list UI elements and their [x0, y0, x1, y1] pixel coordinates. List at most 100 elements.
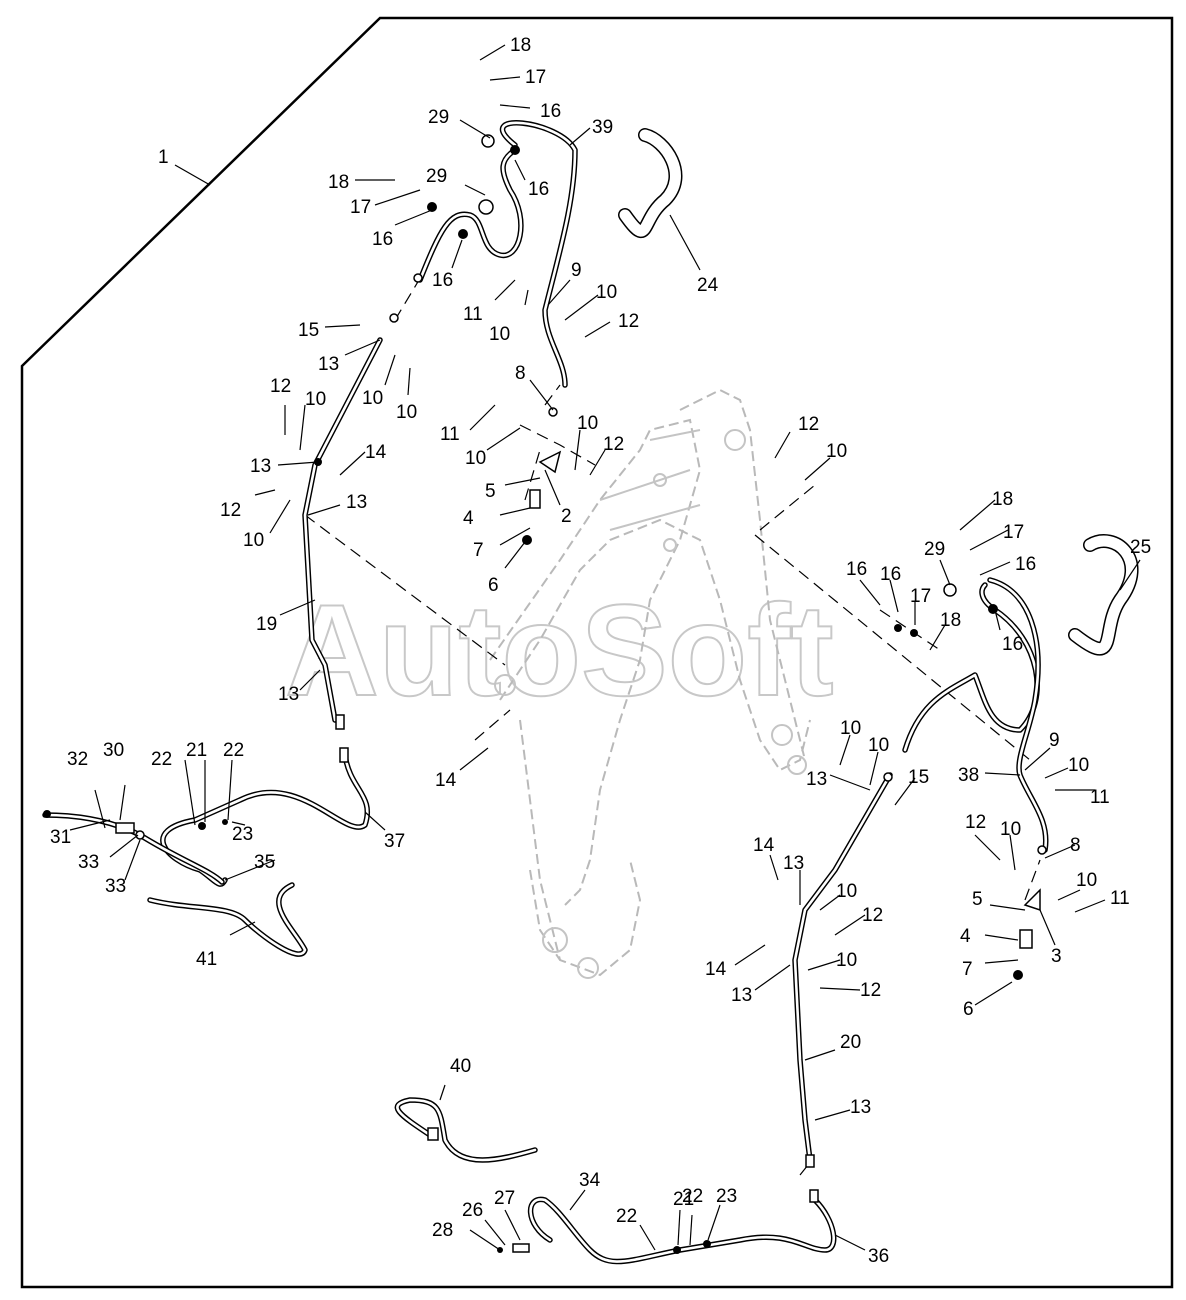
callout-18-c: 18 [992, 489, 1013, 510]
boom-outline [489, 388, 811, 979]
callout-16-a: 16 [540, 101, 561, 122]
callout-10-m: 10 [1000, 819, 1021, 840]
callout-9: 9 [571, 260, 582, 281]
callout-2: 2 [561, 506, 572, 527]
callout-14-c: 14 [753, 835, 775, 856]
callout-33-a: 33 [78, 852, 99, 873]
callout-12-g: 12 [862, 905, 883, 926]
callout-6: 6 [488, 575, 499, 596]
callout-16-f: 16 [880, 564, 901, 585]
callout-12-d: 12 [220, 500, 241, 521]
callout-8-right: 8 [1070, 835, 1081, 856]
callout-21-a: 21 [186, 740, 207, 761]
callout-17-a: 17 [525, 67, 546, 88]
callout-35: 35 [254, 852, 275, 873]
callout-30: 30 [103, 740, 124, 761]
callout-31: 31 [50, 827, 71, 848]
callout-37: 37 [384, 831, 405, 852]
callout-3: 3 [1051, 946, 1062, 967]
callout-26: 26 [462, 1200, 483, 1221]
callout-9-right: 9 [1049, 730, 1060, 751]
callout-13-d: 13 [278, 684, 299, 705]
callout-13-a: 13 [318, 354, 339, 375]
callout-10-d: 10 [396, 402, 417, 423]
callout-10-e: 10 [305, 389, 326, 410]
callout-14-b: 14 [435, 770, 457, 791]
callout-12-c: 12 [603, 434, 624, 455]
callout-13-e: 13 [806, 769, 827, 790]
callout-7-right: 7 [962, 959, 973, 980]
callout-4: 4 [463, 508, 474, 529]
callout-20: 20 [840, 1032, 861, 1053]
callout-22-c: 22 [616, 1206, 637, 1227]
callout-22-b: 22 [223, 740, 244, 761]
callout-17-b: 17 [350, 197, 371, 218]
callout-14-d: 14 [705, 959, 727, 980]
callout-8: 8 [515, 363, 526, 384]
callout-18-a: 18 [510, 35, 531, 56]
callout-1: 1 [158, 147, 169, 168]
callout-16-g: 16 [1015, 554, 1036, 575]
callout-4-right: 4 [960, 926, 971, 947]
callout-12-b: 12 [270, 376, 291, 397]
callout-labels: 1 2 3 4 4 5 5 6 6 7 7 8 8 9 9 10 10 10 1… [50, 35, 1151, 1267]
callout-10-g: 10 [577, 413, 598, 434]
callout-24: 24 [697, 275, 719, 296]
callout-16-e: 16 [846, 559, 867, 580]
callout-22-d: 22 [682, 1186, 703, 1207]
leader-lines [69, 44, 1141, 1251]
callout-10-n: 10 [1076, 870, 1097, 891]
hose-set [42, 120, 1139, 1265]
callout-11-c: 11 [1090, 787, 1110, 808]
callout-11-b: 11 [440, 424, 460, 445]
callout-16-c: 16 [372, 229, 393, 250]
callout-10-a: 10 [489, 324, 510, 345]
callout-14-a: 14 [365, 442, 387, 463]
callout-10-j: 10 [840, 718, 861, 739]
callout-32: 32 [67, 749, 88, 770]
callout-12-e: 12 [798, 414, 819, 435]
callout-34: 34 [579, 1170, 601, 1191]
callout-13-c: 13 [346, 492, 367, 513]
callout-10-k: 10 [868, 735, 889, 756]
callout-16-d: 16 [432, 270, 453, 291]
callout-23-a: 23 [232, 824, 253, 845]
callout-10-f: 10 [465, 448, 486, 469]
callout-13-h: 13 [850, 1097, 871, 1118]
callout-17-d: 17 [910, 586, 931, 607]
callout-11-d: 11 [1110, 888, 1130, 909]
callout-13-b: 13 [250, 456, 271, 477]
callout-21-b: 21 [673, 1189, 694, 1210]
callout-13-f: 13 [783, 853, 804, 874]
callout-10-l: 10 [1068, 755, 1089, 776]
callout-11-a: 11 [463, 304, 483, 325]
callout-29-a: 29 [428, 107, 449, 128]
callout-12-h: 12 [860, 980, 881, 1001]
callout-10-c: 10 [362, 388, 383, 409]
callout-23-b: 23 [716, 1186, 737, 1207]
callout-15-b: 15 [908, 767, 929, 788]
callout-10-o: 10 [836, 881, 857, 902]
callout-18-b: 18 [328, 172, 349, 193]
callout-12-a: 12 [618, 311, 639, 332]
callout-17-c: 17 [1003, 522, 1024, 543]
diagram-frame [20, 16, 1174, 1289]
callout-18-d: 18 [940, 610, 961, 631]
callout-16-b: 16 [528, 179, 549, 200]
callout-12-f: 12 [965, 812, 986, 833]
callout-10-h: 10 [243, 530, 264, 551]
callout-7: 7 [473, 540, 484, 561]
callout-13-g: 13 [731, 985, 752, 1006]
callout-36: 36 [868, 1246, 889, 1267]
callout-16-h: 16 [1002, 634, 1023, 655]
watermark-text: AutoSoft [285, 577, 834, 723]
callout-5-right: 5 [972, 889, 983, 910]
callout-19: 19 [256, 614, 277, 635]
callout-41: 41 [196, 949, 217, 970]
callout-33-b: 33 [105, 876, 126, 897]
callout-25: 25 [1130, 537, 1151, 558]
callout-10-i: 10 [826, 441, 847, 462]
callout-10-b: 10 [596, 282, 617, 303]
callout-40: 40 [450, 1056, 471, 1077]
